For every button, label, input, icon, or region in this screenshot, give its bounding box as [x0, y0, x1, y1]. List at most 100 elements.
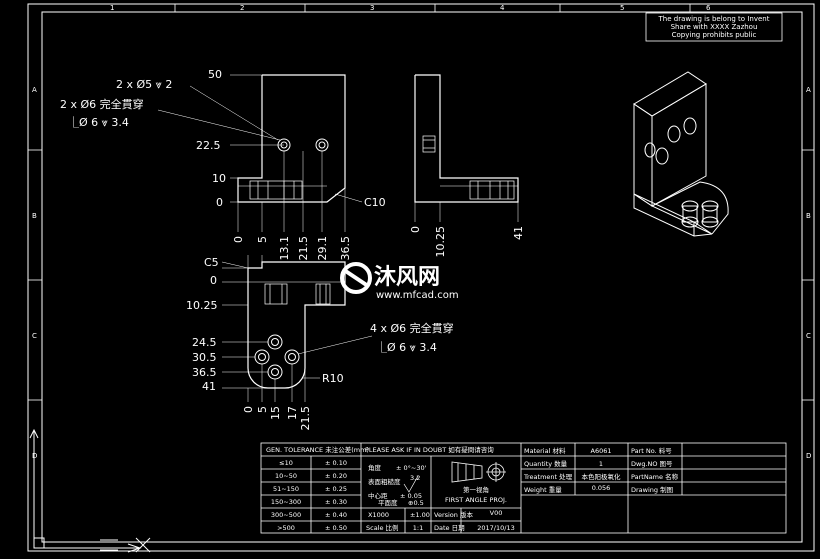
- tol-range-4: 150~300: [271, 498, 301, 506]
- dwgno-label: Dwg.NO 图号: [631, 460, 673, 468]
- front-dim-50: 50: [208, 68, 222, 81]
- zone-col-4: 4: [500, 4, 505, 12]
- tol-value-2: ± 0.20: [325, 472, 347, 480]
- isometric-view: [633, 71, 729, 237]
- projection-cn: 第一视角: [463, 485, 489, 494]
- side-dim-41: 41: [512, 226, 525, 240]
- copyright-notice: The drawing is belong to Invent Share wi…: [645, 12, 783, 42]
- treatment-label: Treatment 处理: [523, 472, 573, 481]
- projection-en: FIRST ANGLE PROJ.: [445, 496, 507, 504]
- zone-row-b: B: [32, 212, 37, 220]
- front-hole-right: [315, 138, 329, 152]
- flatness-value: ⊕0.5: [408, 499, 424, 507]
- callout-holes-d6: 2 x Ø6 完全貫穿: [60, 97, 144, 111]
- zone-marks: 1 2 3 4 5 6 A B C D A B C D: [32, 4, 811, 460]
- top-dim-y-41: 41: [202, 380, 216, 393]
- top-dim-y-10-25: 10.25: [186, 299, 218, 312]
- top-dim-x-17: 17: [286, 406, 299, 420]
- top-view: C5 0 10.25 24.5 30.5 36.5 41 4 x Ø6 完全貫穿…: [186, 255, 454, 431]
- top-hole-1: [267, 334, 283, 350]
- top-dim-y-0: 0: [210, 274, 217, 287]
- zone-row-c-right: C: [806, 332, 811, 340]
- zone-col-1: 1: [110, 4, 114, 12]
- treatment-value: 本色阳极氧化: [582, 472, 622, 481]
- top-callout-cbore: ⎿Ø 6 ⩔ 3.4: [376, 340, 437, 354]
- notice-line-1: The drawing is belong to Invent: [658, 15, 770, 23]
- front-dim-22-5: 22.5: [196, 139, 221, 152]
- scale-value: 1:1: [413, 524, 423, 532]
- zone-row-c: C: [32, 332, 37, 340]
- partname-label: PartName 名称: [631, 472, 679, 481]
- zone-row-b-right: B: [806, 212, 811, 220]
- flatness-label: 平面度: [378, 498, 398, 507]
- front-dim-0: 0: [216, 196, 223, 209]
- front-dim-x-29-1: 29.1: [316, 236, 329, 261]
- top-chamfer-c5: C5: [204, 256, 219, 269]
- front-view: 2 x Ø5 ⩔ 2 2 x Ø6 完全貫穿 ⎿Ø 6 ⩔ 3.4 50 22.…: [60, 68, 386, 261]
- top-dim-y-36-5: 36.5: [192, 366, 217, 379]
- date-label: Date 日期: [434, 524, 465, 532]
- watermark-logo: [340, 262, 372, 294]
- front-dim-x-21-5: 21.5: [297, 236, 310, 261]
- tol-range-1: ≤10: [279, 459, 293, 467]
- side-dim-0: 0: [409, 226, 422, 233]
- top-radius-r10: R10: [322, 372, 344, 385]
- xy-label: X1000: [368, 511, 389, 519]
- scale-label: Scale 比例: [366, 523, 399, 532]
- material-label: Material 材料: [524, 446, 566, 455]
- tolerance-header: GEN. TOLERANCE 未注公差(mm): [266, 445, 369, 454]
- top-dim-y-24-5: 24.5: [192, 336, 217, 349]
- xy-value: ±1.00: [410, 511, 430, 519]
- drawing-label: Drawing 制图: [631, 485, 673, 494]
- top-hole-2: [254, 349, 270, 365]
- ucs-icon: [29, 428, 151, 553]
- version-label: Version 版本: [434, 510, 473, 519]
- top-hole-3: [284, 349, 300, 365]
- front-dim-x-36-5: 36.5: [339, 236, 352, 261]
- center-value: ± 0.05: [400, 492, 422, 500]
- front-dim-10: 10: [212, 172, 226, 185]
- quantity-label: Quantity 数量: [524, 459, 568, 468]
- side-view: 0 10.25 41: [409, 74, 525, 258]
- iso-holes: [644, 117, 719, 228]
- top-hole-4: [267, 364, 283, 380]
- watermark-url: www.mfcad.com: [376, 290, 459, 301]
- front-dim-x-5: 5: [256, 236, 269, 243]
- angle-value: ± 0°~30': [396, 464, 427, 472]
- projection-symbol: [451, 461, 506, 483]
- top-dim-y-30-5: 30.5: [192, 351, 217, 364]
- zone-col-2: 2: [240, 4, 244, 12]
- watermark-cn: 沐风网: [374, 265, 440, 290]
- zone-col-6: 6: [706, 4, 711, 12]
- center-label: 中心距: [368, 491, 388, 500]
- front-chamfer-c10: C10: [364, 196, 386, 209]
- side-dim-10-25: 10.25: [434, 226, 447, 258]
- tol-value-5: ± 0.40: [325, 511, 347, 519]
- zone-row-d-right: D: [806, 452, 811, 460]
- zone-row-a-right: A: [806, 86, 811, 94]
- notice-line-2: Share with XXXX Zazhou: [671, 23, 758, 31]
- weight-label: Weight 重量: [524, 486, 562, 494]
- top-dim-x-15: 15: [269, 406, 282, 420]
- zone-col-5: 5: [620, 4, 624, 12]
- callout-holes-d5: 2 x Ø5 ⩔ 2: [116, 78, 172, 91]
- tol-value-1: ± 0.10: [325, 459, 347, 467]
- ask-header: PLEASE ASK IF IN DOUBT 如有疑問请咨询: [365, 445, 494, 454]
- top-dim-x-21-5: 21.5: [299, 406, 312, 431]
- zone-row-d: D: [32, 452, 37, 460]
- roughness-label: 表面粗糙度: [368, 477, 401, 486]
- tol-range-2: 10~50: [275, 472, 297, 480]
- top-dim-x-0: 0: [242, 406, 255, 413]
- quantity-value: 1: [599, 460, 603, 468]
- tol-value-3: ± 0.25: [325, 485, 347, 493]
- drawing-frame: [27, 3, 815, 552]
- zone-row-a: A: [32, 86, 37, 94]
- tol-range-3: 51~150: [273, 485, 299, 493]
- tol-range-6: >500: [277, 524, 295, 532]
- weight-value: 0.056: [592, 484, 611, 492]
- roughness-value: 3.2: [410, 474, 420, 482]
- callout-cbore: ⎿Ø 6 ⩔ 3.4: [68, 115, 129, 129]
- tol-range-5: 300~500: [271, 511, 301, 519]
- title-block: GEN. TOLERANCE 未注公差(mm) ≤10 ± 0.10 10~50…: [260, 442, 787, 534]
